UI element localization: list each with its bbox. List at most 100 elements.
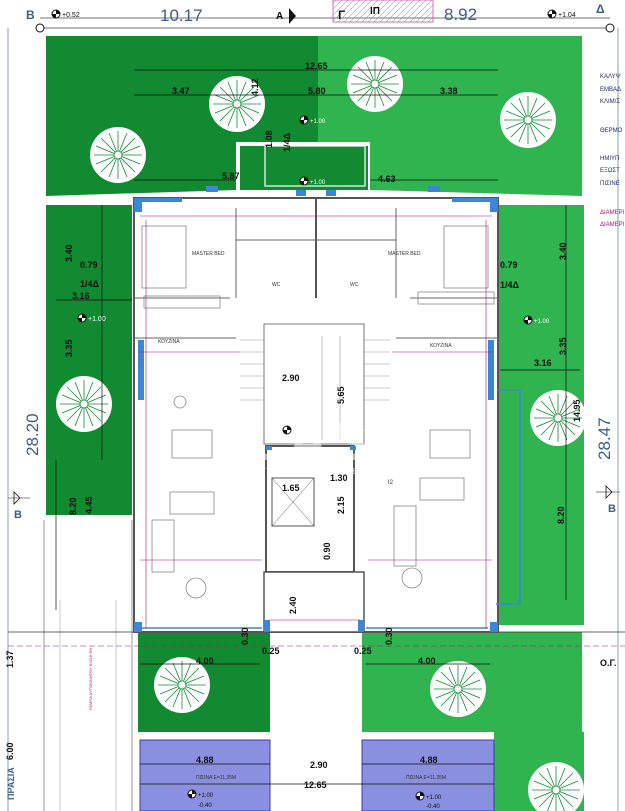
dim-090: 0.90 [322, 542, 332, 560]
dim-left-14d: 1/4Δ [80, 279, 100, 289]
dim-pool-1265: 12.65 [304, 780, 327, 790]
road-dim-a: 1.37 [5, 650, 15, 668]
site-left-length: 28.20 [23, 413, 42, 456]
dim-b-030r: 0.30 [384, 627, 394, 645]
dim-right-079: 0.79 [500, 260, 518, 270]
legend: ΚΑΛΥΨ ΕΜΒΑΔ ΚΛΙΜ/Σ ΘΕΡΜΟ ΗΜΙΥΠ ΕΞΩΣΤ ΠΙΣ… [600, 74, 625, 228]
dim-left-079: 0.79 [80, 260, 98, 270]
dim-garden-400-l: 4.00 [196, 656, 214, 666]
dim-left-820: 8.20 [68, 497, 78, 515]
pool-right [361, 739, 495, 811]
neighbour-parcel [332, 0, 434, 23]
level-icon [547, 9, 557, 19]
watermark-main: PLASIS [212, 409, 426, 472]
garden-left [46, 205, 132, 515]
building [133, 186, 521, 633]
level-pool-right: -0.40 [426, 804, 440, 810]
legend-item: ΔΙΑΜΕΡΙ [600, 222, 625, 228]
dim-pool-290: 2.90 [310, 760, 328, 770]
watermark: PLASIS REAL ESTATE MANAGEMENT [212, 409, 426, 476]
level-icon [415, 791, 425, 801]
site-dimensions: 10.17 ΙΠ 8.92 28.20 28.47 ΠΡΑΣΙΑ 1.37 6.… [5, 5, 619, 811]
legend-item: ΚΑΛΥΨ [600, 74, 621, 80]
road-dim-b: 6.00 [5, 742, 15, 760]
room-master-left: MASTER BED [192, 251, 225, 257]
room-unit-right: Ι2 [388, 480, 394, 486]
dim-b1-025: 0.25 [262, 646, 280, 656]
dim-entry-code: 1/4Δ [282, 132, 292, 152]
room-pool-right: ΠΙΣΙΝΑ Ε=11,35Μ [406, 775, 446, 781]
legend-item: ΕΜΒΑΔ [600, 87, 621, 93]
level-icon [77, 313, 87, 323]
section-left-letter: B [14, 509, 22, 521]
dim-right-14d: 1/4Δ [500, 280, 520, 290]
corner-top-right: Δ [596, 2, 605, 16]
legend-item: ΠΙΣΙΝΕ [600, 181, 620, 187]
corner-gamma: Γ [338, 8, 346, 22]
dim-stair-165: 1.65 [282, 483, 300, 493]
dim-right-1495: 14.95 [572, 399, 582, 422]
level-markers: +0.52 +1.04 +1.00 +1.00 +1.00 +1.00 +1.0… [51, 9, 576, 810]
dim-right-316: 3.16 [534, 358, 552, 368]
legend-item: ΚΛΙΜ/Σ [600, 99, 620, 105]
tree-icon [346, 55, 404, 113]
dim-entry-w: 1.08 [264, 130, 274, 148]
site-top-left-length: 10.17 [160, 6, 203, 25]
dim-left-340: 3.40 [64, 244, 74, 262]
dim-left-445: 4.45 [84, 496, 94, 514]
level-pool-left: -0.40 [198, 803, 212, 809]
room-kitchen-left: ΚΟΥΖΙΝΑ [158, 339, 180, 345]
road-label: ΠΡΑΣΙΑ [6, 767, 16, 800]
dim-right-340: 3.40 [558, 242, 568, 260]
entry-box [264, 145, 366, 187]
tree-icon [55, 375, 113, 433]
legend-item: ΔΙΑΜΕΡΙ [600, 210, 625, 216]
level-bottom-right: +1.00 [426, 795, 442, 801]
corner-point-icon [35, 23, 45, 33]
level-garden-right: +1.00 [534, 319, 550, 325]
corner-alpha: A [276, 11, 283, 22]
level-icon [187, 789, 197, 799]
level-entrance: +1.00 [310, 180, 326, 186]
garden-corner-right [494, 632, 582, 732]
dim-top-right: 3.38 [440, 86, 458, 96]
pool-left [139, 739, 271, 811]
level-icon [282, 425, 292, 435]
tree-icon [499, 91, 557, 149]
dim-b2-025: 0.25 [354, 646, 372, 656]
dimension-lines [55, 69, 580, 785]
room-wc-left: WC [272, 282, 281, 288]
dim-top-center: 5.80 [308, 86, 326, 96]
dim-pool-488-r: 4.88 [420, 755, 438, 765]
level-top-right: +1.04 [558, 12, 576, 19]
corner-markers: B Δ Γ A B B [8, 2, 620, 521]
section-arrow-icon [289, 8, 296, 24]
section-arrow-icon [605, 485, 613, 499]
site-top-strip [40, 0, 610, 29]
dim-top-left: 3.47 [172, 86, 190, 96]
dim-entry-h: 4.12 [250, 78, 260, 96]
dim-b-030: 0.30 [240, 627, 250, 645]
ramp-label: ΡΑΜΠΑ ΑΥΤΟΚΙΝΗΤΟΥ ΚΛΙΣΗ 8% [88, 647, 93, 710]
dim-right-335: 3.35 [558, 337, 568, 355]
tree-icon [429, 660, 487, 718]
dim-right-820: 8.20 [556, 506, 566, 524]
level-garden-left: +1.00 [88, 316, 106, 323]
site-right-length: 28.47 [595, 417, 614, 460]
level-icon [523, 315, 533, 325]
level-icon [299, 115, 309, 125]
dim-center-290: 2.90 [282, 373, 300, 383]
level-icon [299, 176, 309, 186]
dim-stair-130: 1.30 [330, 473, 348, 483]
legend-item: ΗΜΙΥΠ [600, 156, 619, 162]
section-arrow-icon [13, 491, 21, 505]
dim-pool-488-l: 4.88 [196, 755, 214, 765]
dim-garden-400-r: 4.00 [418, 656, 436, 666]
corner-point-icon [605, 23, 615, 33]
room-kitchen-right: ΚΟΥΖΙΝΑ [430, 343, 452, 349]
corner-top-left: B [26, 8, 35, 22]
legend-item: ΕΞΩΣΤ [600, 168, 620, 174]
dim-left-depth: 5.87 [222, 171, 240, 181]
legend-item: ΘΕΡΜΟ [600, 128, 623, 134]
